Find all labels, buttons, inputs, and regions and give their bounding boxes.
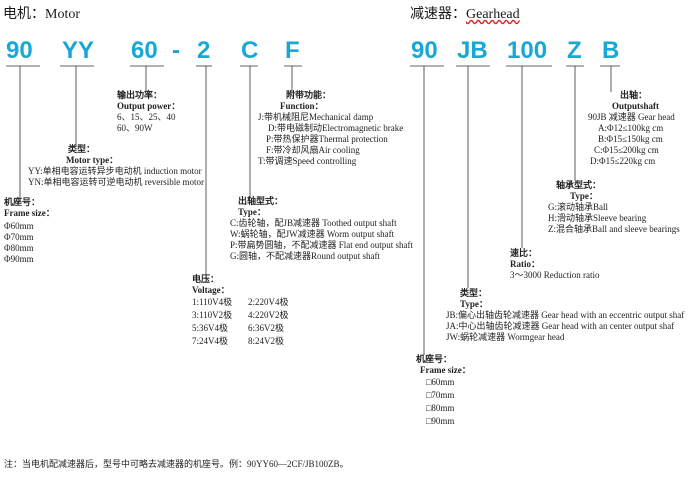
frame-size-title-cn: 机座号：: [4, 197, 41, 207]
output-shaft-line: A:Φ12≤100kg cm: [598, 123, 664, 133]
gear-type-block: 类型： Type： JB:偏心出轴齿轮减速器 Gear head with an…: [446, 288, 684, 343]
frame-size-block: 机座号： Frame size： Φ60mm Φ70mm Φ80mm Φ90mm: [4, 197, 55, 265]
gear-frame-line: □70mm: [426, 390, 455, 400]
gear-frame-title-cn: 机座号：: [416, 354, 453, 364]
shaft-type-line: G:圆轴，不配减速器Round output shaft: [230, 251, 380, 261]
gearhead-title-cn: 减速器：: [410, 7, 466, 22]
shaft-type-line: C:齿轮轴，配JB减速器 Toothed output shaft: [230, 218, 397, 228]
code-output-shaft: B: [602, 37, 620, 64]
ratio-line: 3～3000 Reduction ratio: [510, 270, 600, 280]
voltage-cell: 8:24V2极: [248, 336, 285, 346]
motor-type-line: YN:单相电容运转可逆电动机 reversible motor: [28, 177, 204, 187]
output-shaft-line: C:Φ15≤200kg cm: [594, 145, 659, 155]
output-power-line: 60、90W: [117, 123, 153, 133]
motor-title: 电机：Motor: [3, 7, 80, 22]
shaft-type-title-en: Type：: [238, 207, 266, 217]
voltage-title-en: Voltage：: [192, 285, 230, 295]
voltage-cell: 2:220V4极: [248, 297, 289, 307]
code-dash: -: [172, 37, 180, 64]
voltage-block: 电压： Voltage： 1:110V4极 2:220V4极 3:110V2极 4:…: [192, 274, 289, 348]
output-shaft-line: 90JB 减速器 Gear head: [588, 112, 675, 122]
output-shaft-title-cn: 出轴：: [620, 90, 648, 100]
motor-type-block: 类型： Motor type： YY:单相电容运转异步电动机 induction…: [28, 144, 204, 188]
gear-frame-block: 机座号： Frame size： □60mm □70mm □80mm □90mm: [416, 354, 471, 428]
output-power-line: 6、15、25、40: [117, 112, 176, 122]
output-shaft-line: B:Φ15≤150kg cm: [598, 134, 663, 144]
motor-type-title-en: Motor type：: [66, 155, 119, 165]
code-voltage: 2: [197, 37, 211, 64]
function-title-en: Function：: [280, 101, 324, 111]
code-type: YY: [62, 37, 95, 64]
function-line: D:带电磁制动Electromagnetic brake: [268, 123, 404, 133]
frame-size-line: Φ80mm: [4, 243, 34, 253]
ratio-title-cn: 速比：: [510, 248, 538, 258]
code-shaft: C: [241, 37, 259, 64]
function-block: 附带功能： Function： J:带机械阻尼Mechanical damp D…: [258, 90, 404, 167]
function-line: P:带热保护器Thermal protection: [266, 134, 388, 144]
function-line: T:带调速Speed controlling: [258, 156, 357, 166]
bearing-line: Z:混合轴承Ball and sleeve bearings: [548, 224, 680, 234]
output-power-title-cn: 输出功率：: [117, 90, 163, 100]
gearhead-title: 减速器：Gearhead: [410, 3, 520, 23]
voltage-cell: 3:110V2极: [192, 310, 233, 320]
motor-type-line: YY:单相电容运转异步电动机 induction motor: [28, 166, 202, 176]
shaft-type-block: 出轴型式： Type： C:齿轮轴，配JB减速器 Toothed output …: [230, 196, 413, 262]
output-power-block: 输出功率： Output power： 6、15、25、40 60、90W: [117, 90, 180, 134]
gear-type-title-en: Type：: [460, 299, 488, 309]
code-bearing: Z: [567, 37, 582, 64]
code-power: 60: [131, 37, 158, 64]
code-frame: 90: [6, 37, 33, 64]
voltage-title: 电压：: [192, 274, 220, 284]
gear-type-line: JW:蜗轮减速器 Wormgear head: [446, 332, 565, 342]
voltage-cell: 1:110V4极: [192, 297, 233, 307]
ratio-block: 速比： Ratio： 3～3000 Reduction ratio: [510, 248, 600, 281]
code-ratio: 100: [507, 37, 548, 64]
output-shaft-line: D:Φ15≤220kg cm: [590, 156, 656, 166]
code-gear-frame: 90: [411, 37, 438, 64]
shaft-type-line: W:蜗轮轴，配JW减速器 Worm output shaft: [230, 229, 395, 239]
gearhead-title-en: Gearhead: [466, 7, 520, 22]
output-shaft-title-en: Outputshaft: [612, 101, 660, 111]
gear-type-line: JB:偏心出轴齿轮减速器 Gear head with an eccentric…: [446, 310, 685, 320]
ratio-title-en: Ratio：: [510, 259, 540, 269]
code-function: F: [285, 37, 300, 64]
function-line: J:带机械阻尼Mechanical damp: [258, 112, 374, 122]
bearing-line: H:滑动轴承Sleeve bearing: [548, 213, 647, 223]
gear-frame-line: □80mm: [426, 403, 455, 413]
gear-type-title-cn: 类型：: [460, 288, 488, 298]
code-gear-type: JB: [457, 37, 488, 64]
bearing-line: G:滚动轴承Ball: [548, 202, 608, 212]
bearing-title-en: Type：: [570, 191, 598, 201]
voltage-cell: 6:36V2极: [248, 323, 285, 333]
gear-type-line: JA:中心出轴齿轮减速器 Gear head with an center ou…: [446, 321, 675, 331]
function-line: F:带冷却风扇Air cooling: [266, 145, 360, 155]
voltage-cell: 7:24V4极: [192, 336, 229, 346]
output-power-title-en: Output power：: [117, 101, 181, 111]
shaft-type-title-cn: 出轴型式：: [238, 196, 284, 206]
voltage-cell: 4:220V2极: [248, 310, 289, 320]
function-title-cn: 附带功能：: [286, 90, 332, 100]
gear-frame-line: □90mm: [426, 416, 455, 426]
frame-size-line: Φ90mm: [4, 254, 34, 264]
gear-frame-line: □60mm: [426, 377, 455, 387]
shaft-type-line: P:带扁势圆轴，不配减速器 Flat end output shaft: [230, 240, 413, 250]
bearing-block: 轴承型式： Type： G:滚动轴承Ball H:滑动轴承Sleeve bear…: [548, 180, 680, 235]
frame-size-line: Φ70mm: [4, 232, 34, 242]
gear-frame-title-en: Frame size：: [420, 365, 471, 375]
frame-size-title-en: Frame size：: [4, 208, 55, 218]
note-text: 注：当电机配减速器后，型号中可略去减速器的机座号。例：90YY60—2CF/JB…: [4, 459, 349, 469]
motor-type-title-cn: 类型：: [68, 144, 96, 154]
frame-size-line: Φ60mm: [4, 221, 34, 231]
output-shaft-block: 出轴： Outputshaft 90JB 减速器 Gear head A:Φ12…: [588, 90, 675, 167]
voltage-cell: 5:36V4极: [192, 323, 229, 333]
bearing-title-cn: 轴承型式：: [556, 180, 602, 190]
